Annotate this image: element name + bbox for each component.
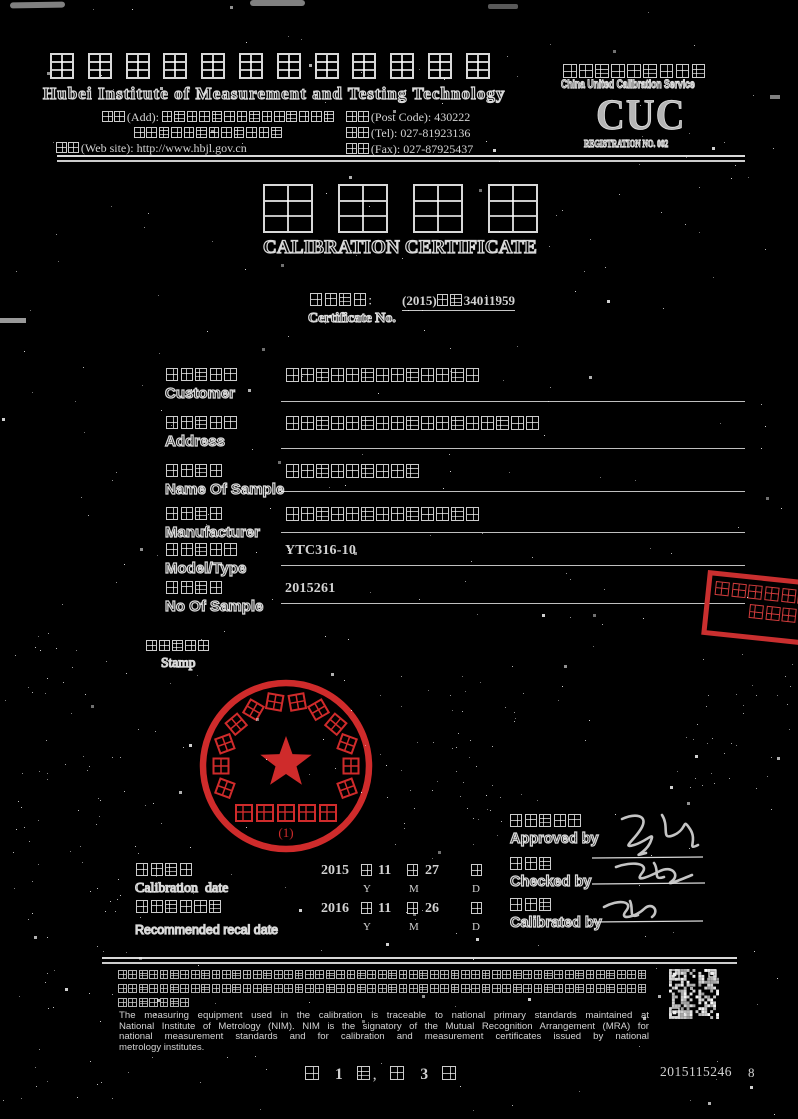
svg-text:(1): (1) (278, 825, 293, 840)
